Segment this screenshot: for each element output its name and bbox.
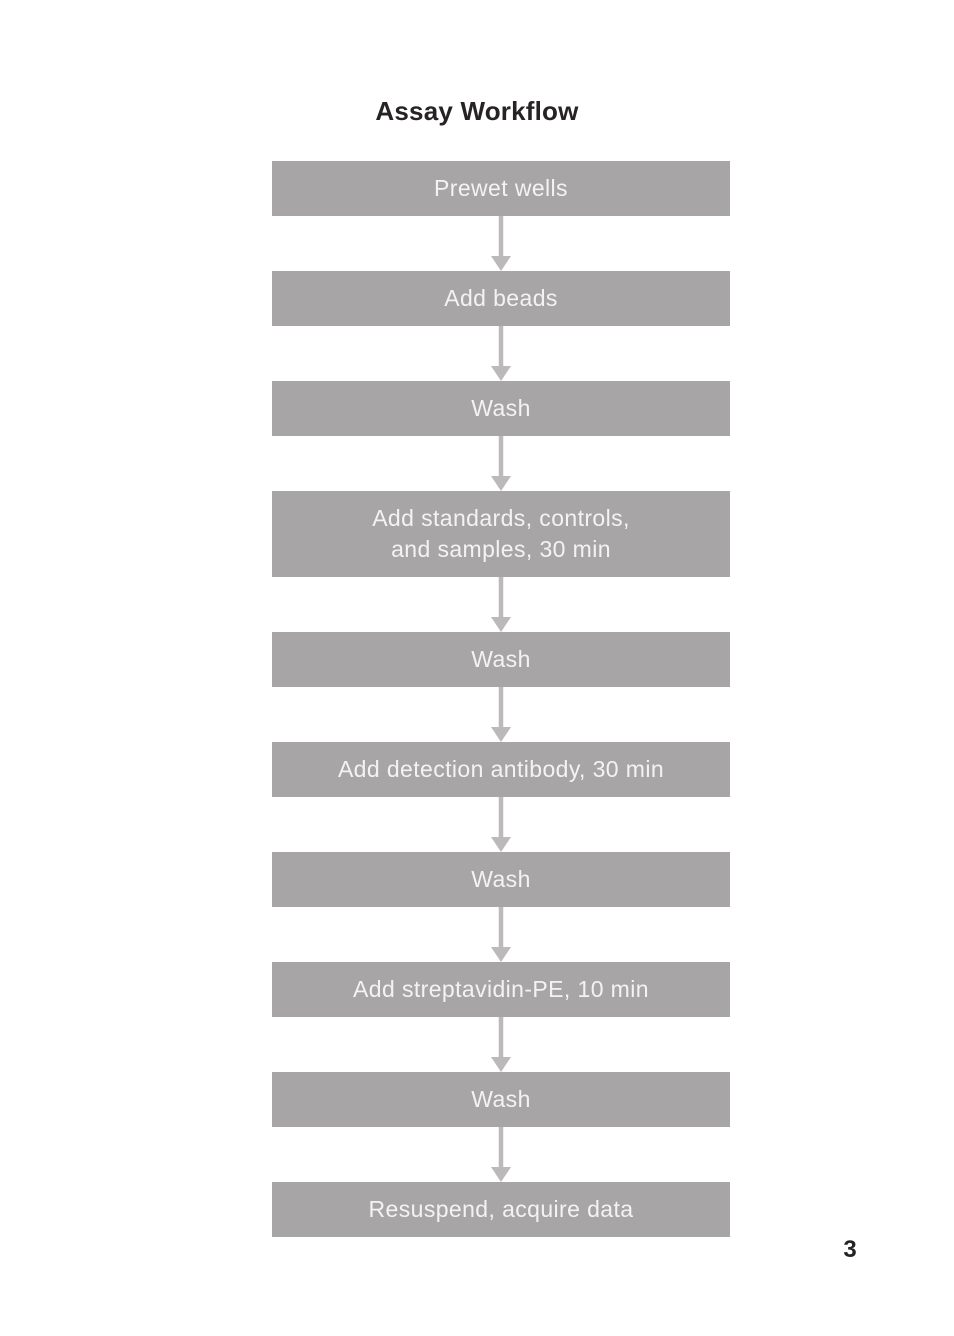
arrow-down-icon [272, 436, 730, 491]
page-number: 3 [843, 1236, 857, 1263]
flow-step-wash-1: Wash [272, 381, 730, 436]
flow-step-add-beads: Add beads [272, 271, 730, 326]
arrow-down-icon [272, 1127, 730, 1182]
arrow-down-icon [272, 216, 730, 271]
arrow-down-icon [272, 1017, 730, 1072]
flow-step-add-standards-controls-samples: Add standards, controls, and samples, 30… [272, 491, 730, 577]
flow-step-prewet-wells: Prewet wells [272, 161, 730, 216]
arrow-down-icon [272, 687, 730, 742]
page-title: Assay Workflow [375, 96, 579, 126]
assay-workflow-flowchart: Prewet wells Add beads Wash Add standard… [272, 161, 730, 1237]
flow-step-add-streptavidin-pe: Add streptavidin-PE, 10 min [272, 962, 730, 1017]
arrow-down-icon [272, 577, 730, 632]
arrow-down-icon [272, 907, 730, 962]
arrow-down-icon [272, 797, 730, 852]
flow-step-wash-4: Wash [272, 1072, 730, 1127]
flow-step-add-detection-antibody: Add detection antibody, 30 min [272, 742, 730, 797]
flow-step-resuspend-acquire-data: Resuspend, acquire data [272, 1182, 730, 1237]
arrow-down-icon [272, 326, 730, 381]
flow-step-wash-2: Wash [272, 632, 730, 687]
flow-step-wash-3: Wash [272, 852, 730, 907]
